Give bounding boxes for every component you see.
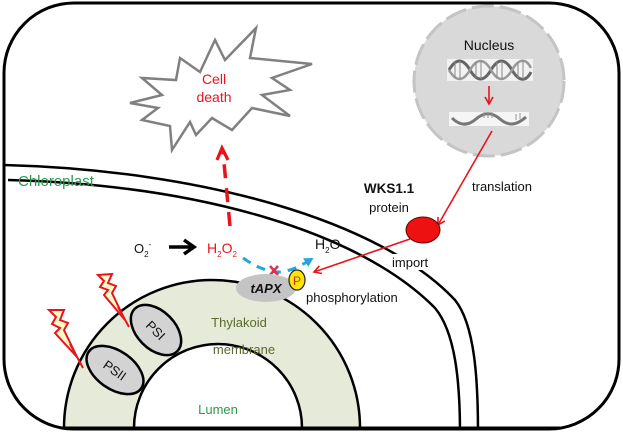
phosphorylation-label: phosphorylation	[306, 290, 398, 305]
conversion-arrow	[169, 238, 198, 256]
translation-label: translation	[472, 179, 532, 194]
light-bolt-icon	[95, 272, 130, 328]
cell-death-arrow	[221, 151, 232, 227]
wks1-protein	[405, 216, 441, 244]
lumen-label: Lumen	[198, 402, 238, 417]
light-bolt-icon	[46, 309, 84, 369]
cell-death-burst	[129, 24, 313, 154]
translation-arrow	[437, 130, 493, 227]
tapx-enzyme	[236, 274, 296, 302]
phosphate-icon	[288, 269, 306, 291]
membrane-label: membrane	[213, 342, 275, 357]
water-label: H2O	[315, 236, 341, 255]
block-x-icon	[269, 265, 279, 276]
chloroplast-inner-membrane	[7, 178, 462, 429]
phosphate-label: P	[293, 274, 301, 288]
lumen	[132, 342, 304, 429]
cell-death-label: Cell	[202, 71, 226, 87]
mrna-icon	[449, 112, 529, 126]
thylakoid-label: Thylakoid	[211, 315, 267, 330]
psii-complex: PSII	[85, 344, 145, 396]
cell-death-label-2: death	[196, 89, 231, 105]
h2o2-label: H2O2	[207, 240, 237, 259]
dna-icon	[447, 59, 533, 81]
nucleus-label: Nucleus	[464, 37, 515, 53]
protein-name-label: WKS1.1	[364, 181, 415, 196]
import-arrow	[312, 238, 411, 275]
psi-complex: PSI	[129, 303, 183, 357]
protein-label: protein	[369, 200, 409, 215]
chloroplast-label: Chloroplast	[18, 173, 95, 190]
superoxide-label: O2-	[134, 240, 152, 259]
tapx-label: tAPX	[250, 281, 282, 296]
import-label: import	[392, 255, 429, 270]
